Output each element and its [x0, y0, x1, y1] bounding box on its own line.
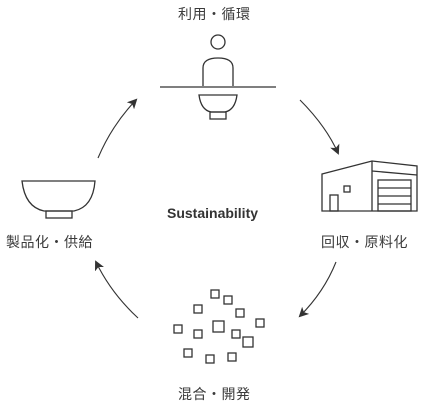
material-pieces-icon [173, 289, 265, 364]
stage-label-right: 回収・原料化 [321, 235, 408, 251]
stage-label-left: 製品化・供給 [6, 235, 93, 251]
stage-label-top: 利用・循環 [178, 7, 251, 23]
arrow-bottom-to-left [94, 260, 139, 319]
arrow-top-to-right [299, 99, 340, 155]
arrow-right-to-bottom [298, 261, 337, 318]
stage-label-bottom: 混合・開発 [178, 387, 251, 403]
arrow-left-to-top [97, 98, 138, 159]
center-title: Sustainability [167, 205, 259, 221]
person-holding-bowl-icon [160, 34, 276, 120]
factory-icon [321, 160, 418, 212]
bowl-icon [21, 180, 96, 219]
